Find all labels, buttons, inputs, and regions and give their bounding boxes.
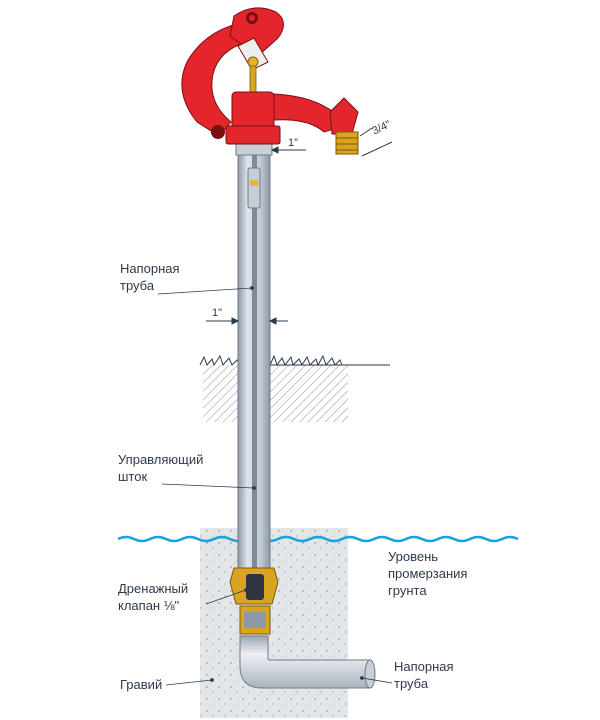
dimension-head-pipe — [270, 146, 306, 154]
label-control-rod-line2: шток — [118, 469, 148, 484]
label-pressure-pipe-upper-line2: труба — [120, 278, 155, 293]
gravel-block — [200, 528, 348, 718]
label-control-rod-line1: Управляющий — [118, 452, 204, 467]
label-pressure-pipe-upper: Напорная труба — [120, 260, 180, 294]
label-control-rod: Управляющий шток — [118, 451, 203, 485]
label-drain-valve-line2: клапан ⅛" — [118, 598, 180, 613]
label-pressure-pipe-lower: Напорная труба — [394, 658, 454, 692]
label-pressure-pipe-lower-line2: труба — [394, 676, 429, 691]
label-drain-valve: Дренажный клапан ⅛" — [118, 580, 188, 614]
label-frost-level-line2: промерзания — [388, 566, 468, 581]
drain-valve — [229, 567, 279, 635]
label-pressure-pipe-lower-line1: Напорная — [394, 659, 454, 674]
dimension-pipe — [206, 317, 288, 325]
label-frost-level-line3: грунта — [388, 583, 427, 598]
label-frost-level: Уровень промерзания грунта — [388, 548, 467, 599]
label-pressure-pipe-upper-line1: Напорная — [120, 261, 180, 276]
dimension-pipe-label: 1" — [212, 307, 223, 319]
dimension-outlet — [359, 127, 393, 157]
frost-level-line — [117, 535, 519, 543]
vertical-pressure-pipe — [237, 151, 271, 583]
label-gravel: Гравий — [120, 677, 163, 692]
label-drain-valve-line1: Дренажный — [118, 581, 189, 596]
hydrant-head — [181, 7, 359, 156]
dimension-head-pipe-label: 1" — [288, 137, 299, 149]
horizontal-pressure-pipe — [239, 635, 376, 689]
soil-block — [199, 354, 390, 422]
label-frost-level-line1: Уровень — [388, 549, 439, 564]
leader-lines — [157, 286, 393, 686]
